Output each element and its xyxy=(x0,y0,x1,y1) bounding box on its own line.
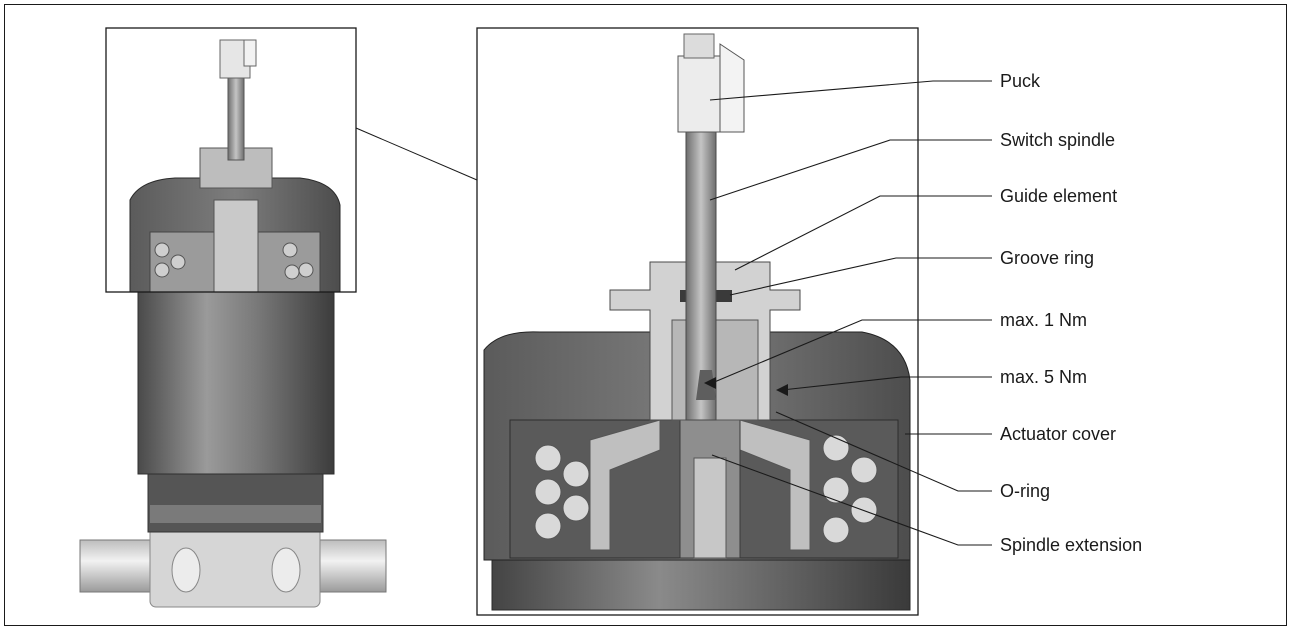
label-groove-ring: Groove ring xyxy=(1000,248,1095,268)
label-max-1nm: max. 1 Nm xyxy=(1000,310,1088,330)
detail-frame-large xyxy=(476,27,919,616)
label-actuator-cover: Actuator cover xyxy=(1000,424,1117,444)
label-spindle-extension: Spindle extension xyxy=(1000,535,1143,555)
arrowheads xyxy=(704,377,788,396)
detail-frame-small xyxy=(105,27,357,293)
label-puck: Puck xyxy=(1000,71,1041,91)
label-max-5nm: max. 5 Nm xyxy=(1000,367,1088,387)
section-view xyxy=(483,33,911,611)
label-switch-spindle: Switch spindle xyxy=(1000,130,1116,150)
label-guide-element: Guide element xyxy=(1000,186,1118,206)
figure-frame xyxy=(4,4,1287,626)
leader-lines xyxy=(709,80,992,546)
zoom-connector-line xyxy=(355,127,478,181)
left-valve xyxy=(79,39,387,608)
label-o-ring: O-ring xyxy=(1000,481,1051,501)
